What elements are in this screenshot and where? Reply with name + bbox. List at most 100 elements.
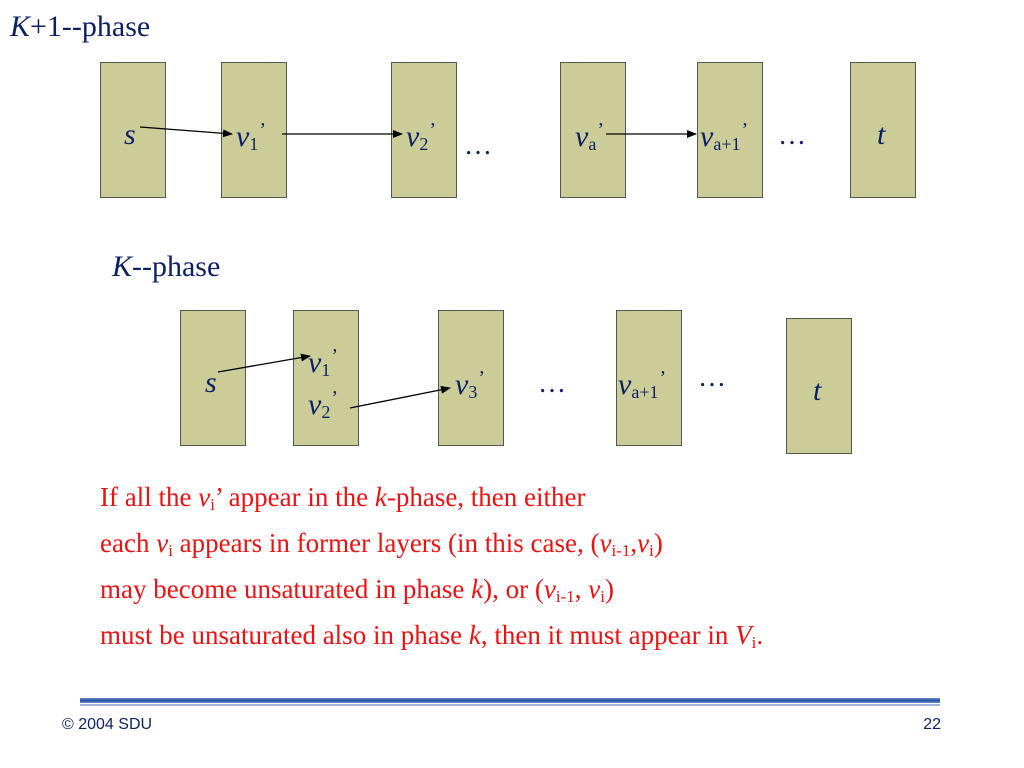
- expl-l3-b: ), or (: [483, 574, 544, 604]
- top-node-s-text: s: [124, 118, 136, 151]
- top-layer-va1: [697, 62, 763, 198]
- expl-l4-b: , then it must appear in: [480, 620, 736, 650]
- top-ellipsis-1: …: [464, 130, 492, 161]
- top-node-va1-sub: a+1: [713, 134, 741, 154]
- top-node-va-sub: a: [588, 134, 597, 154]
- bottom-ellipsis-2: …: [698, 362, 726, 393]
- explanation-line-2: each vi appears in former layers (in thi…: [100, 524, 980, 570]
- bottom-node-s: s: [205, 368, 217, 398]
- bottom-layer-s: [180, 310, 246, 446]
- bottom-node-va1-prime: ’: [659, 367, 667, 389]
- expl-l1-k: k: [374, 482, 387, 512]
- top-phase-title-var: K: [10, 10, 31, 43]
- footer-page-number: 22: [923, 716, 941, 733]
- bottom-phase-title: K--phase: [112, 250, 220, 284]
- expl-l1-c: -phase, then either: [386, 482, 586, 512]
- expl-l2-a: each: [100, 528, 157, 558]
- expl-l3-a: may become unsaturated in phase: [100, 574, 472, 604]
- explanation-line-1: If all the vi’ appear in the k-phase, th…: [100, 478, 980, 524]
- expl-l2-d: ): [653, 528, 663, 558]
- top-node-t-text: t: [877, 118, 886, 151]
- expl-l1-v: v: [198, 482, 211, 512]
- edge-bottom-s-v1: [217, 353, 311, 373]
- top-node-va: va’: [575, 120, 604, 153]
- explanation-text: If all the vi’ appear in the k-phase, th…: [100, 478, 980, 662]
- top-node-v2-var: v: [406, 120, 420, 153]
- footer-copyright: © 2004 SDU: [62, 716, 153, 733]
- expl-l1-b: ’ appear in the: [214, 482, 375, 512]
- bottom-node-v2: v2’: [308, 388, 338, 421]
- expl-l3-v2: v: [588, 574, 601, 604]
- bottom-node-t: t: [813, 376, 821, 406]
- bottom-phase-title-rest: --phase: [132, 250, 221, 283]
- expl-l1-sub: i: [210, 495, 215, 514]
- expl-l3-k: k: [471, 574, 484, 604]
- top-node-v1-var: v: [236, 120, 250, 153]
- expl-l4-a: must be unsaturated also in phase: [100, 620, 469, 650]
- top-layer-s: [100, 62, 166, 198]
- bottom-node-v3-var: v: [455, 368, 469, 401]
- bottom-node-v1-var: v: [308, 346, 322, 379]
- expl-l2-sub: i: [168, 541, 173, 560]
- expl-l3-d: ): [604, 574, 614, 604]
- top-layer-t: [850, 62, 916, 198]
- top-node-t: t: [877, 120, 885, 150]
- expl-l4-c: .: [756, 620, 764, 650]
- top-node-v1: v1’: [236, 120, 266, 153]
- bottom-node-v3: v3’: [455, 368, 485, 401]
- top-phase-title-rest: +1--phase: [30, 10, 151, 43]
- expl-l2-v2: v: [599, 528, 612, 558]
- top-node-va1-var: v: [700, 120, 714, 153]
- bottom-layer-va1: [616, 310, 682, 446]
- top-node-va1: va+1’: [700, 120, 748, 153]
- bottom-node-v2-sub: 2: [321, 402, 331, 422]
- bottom-layer-v3: [438, 310, 504, 446]
- bottom-node-v2-prime: ’: [331, 387, 338, 409]
- top-node-s: s: [124, 120, 136, 150]
- top-node-v1-prime: ’: [259, 119, 266, 141]
- bottom-node-v1-sub: 1: [321, 360, 331, 380]
- expl-l4-V: V: [735, 620, 752, 650]
- footer-bar-thin: [80, 704, 940, 706]
- expl-l3-c: ,: [574, 574, 589, 604]
- bottom-node-v2-var: v: [308, 388, 322, 421]
- expl-l1-a: If all the: [100, 482, 199, 512]
- top-node-va1-prime: ’: [741, 119, 749, 141]
- top-layer-va: [560, 62, 626, 198]
- top-node-v2-prime: ’: [429, 119, 436, 141]
- bottom-node-t-text: t: [813, 374, 822, 407]
- expl-l3-v: v: [543, 574, 556, 604]
- top-node-v2-sub: 2: [419, 134, 429, 154]
- top-node-v2: v2’: [406, 120, 436, 153]
- top-node-v1-sub: 1: [249, 134, 259, 154]
- explanation-line-4: must be unsaturated also in phase k, the…: [100, 616, 980, 662]
- bottom-layer-t: [786, 318, 852, 454]
- expl-l2-c: ,: [630, 528, 638, 558]
- top-node-va-prime: ’: [597, 119, 604, 141]
- bottom-node-va1: va+1’: [618, 368, 666, 401]
- bottom-node-va1-sub: a+1: [631, 382, 659, 402]
- expl-l2-sub2: i-1: [611, 541, 631, 560]
- expl-l4-k: k: [468, 620, 481, 650]
- bottom-ellipsis-1: …: [538, 368, 566, 399]
- bottom-node-v3-prime: ’: [478, 367, 485, 389]
- expl-l3-sub: i-1: [555, 587, 575, 606]
- expl-l2-b: appears in former layers (in this case, …: [172, 528, 600, 558]
- bottom-node-v3-sub: 3: [468, 382, 478, 402]
- explanation-line-3: may become unsaturated in phase k), or (…: [100, 570, 980, 616]
- edge-top-s-v1: [139, 126, 233, 138]
- expl-l2-sub3: i: [649, 541, 654, 560]
- bottom-node-va1-var: v: [618, 368, 632, 401]
- expl-l3-sub2: i: [600, 587, 605, 606]
- expl-l4-sub: i: [751, 633, 757, 652]
- bottom-node-v1-prime: ’: [331, 345, 338, 367]
- top-node-va-var: v: [575, 120, 589, 153]
- expl-l2-v: v: [156, 528, 169, 558]
- top-phase-title: K+1--phase: [10, 10, 150, 44]
- bottom-node-v1: v1’: [308, 346, 338, 379]
- top-ellipsis-2: …: [778, 120, 806, 151]
- edge-bottom-v2-v3: [349, 385, 451, 409]
- bottom-phase-title-var: K: [112, 250, 133, 283]
- bottom-layer-v1v2: [293, 310, 359, 446]
